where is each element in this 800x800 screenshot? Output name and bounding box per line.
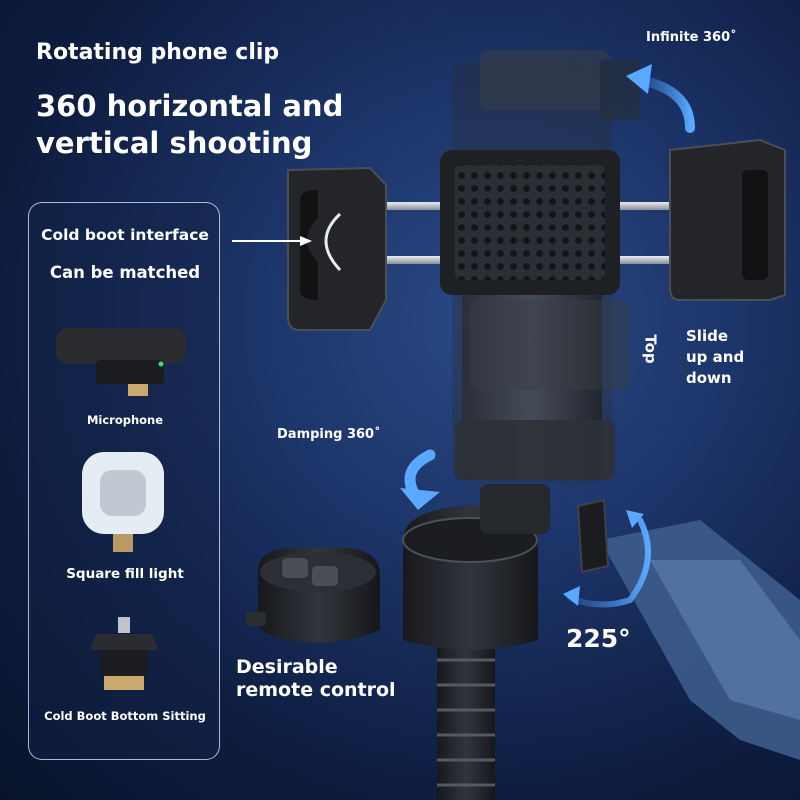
slide-label-line-2: up and (686, 348, 745, 366)
slide-label: Slide up and down (686, 326, 744, 389)
right-clamp (669, 138, 786, 301)
panel-subtitle: Can be matched (49, 263, 201, 282)
damping-rotation-label: Damping 360˚ (277, 427, 381, 442)
panel-title: Cold boot interface (41, 226, 209, 244)
remote-label-line-2: remote control (236, 679, 396, 701)
infinite-rotation-arrow (626, 64, 695, 133)
accessory-label-fill-light: Square fill light (66, 566, 184, 582)
accessory-label-microphone: Microphone (86, 413, 164, 427)
damping-rotation-arrow (400, 449, 440, 510)
tilt-angle-label: 225° (566, 624, 631, 653)
tilt-angle-arrow (563, 510, 651, 608)
top-label: Top (641, 334, 660, 364)
remote-label-line-1: Desirable (236, 656, 338, 678)
left-clamp (287, 166, 387, 331)
feature-title: Rotating phone clip (36, 40, 280, 65)
tilt-bracket (600, 520, 800, 760)
headline-line-1: 360 horizontal and (36, 89, 344, 123)
infinite-rotation-label: Infinite 360˚ (646, 30, 737, 45)
accessory-label-cold-shoe: Cold Boot Bottom Sitting (44, 709, 206, 723)
slide-label-line-1: Slide (686, 327, 728, 345)
ghost-top-clip (480, 50, 640, 120)
center-grip-pad (440, 150, 620, 295)
feature-headline: 360 horizontal and vertical shooting (36, 88, 366, 162)
cold-boot-pointer-arrow (232, 236, 312, 246)
headline-line-2: vertical shooting (36, 126, 313, 160)
extension-pole (437, 640, 495, 800)
cold-shoe-mount-icon (90, 617, 158, 690)
microphone-icon (56, 328, 186, 396)
remote-control-label: Desirable remote control (236, 656, 396, 702)
rotation-base (402, 484, 610, 650)
slide-label-line-3: down (686, 369, 732, 387)
remote-control (246, 548, 380, 643)
fill-light-icon (82, 452, 164, 552)
